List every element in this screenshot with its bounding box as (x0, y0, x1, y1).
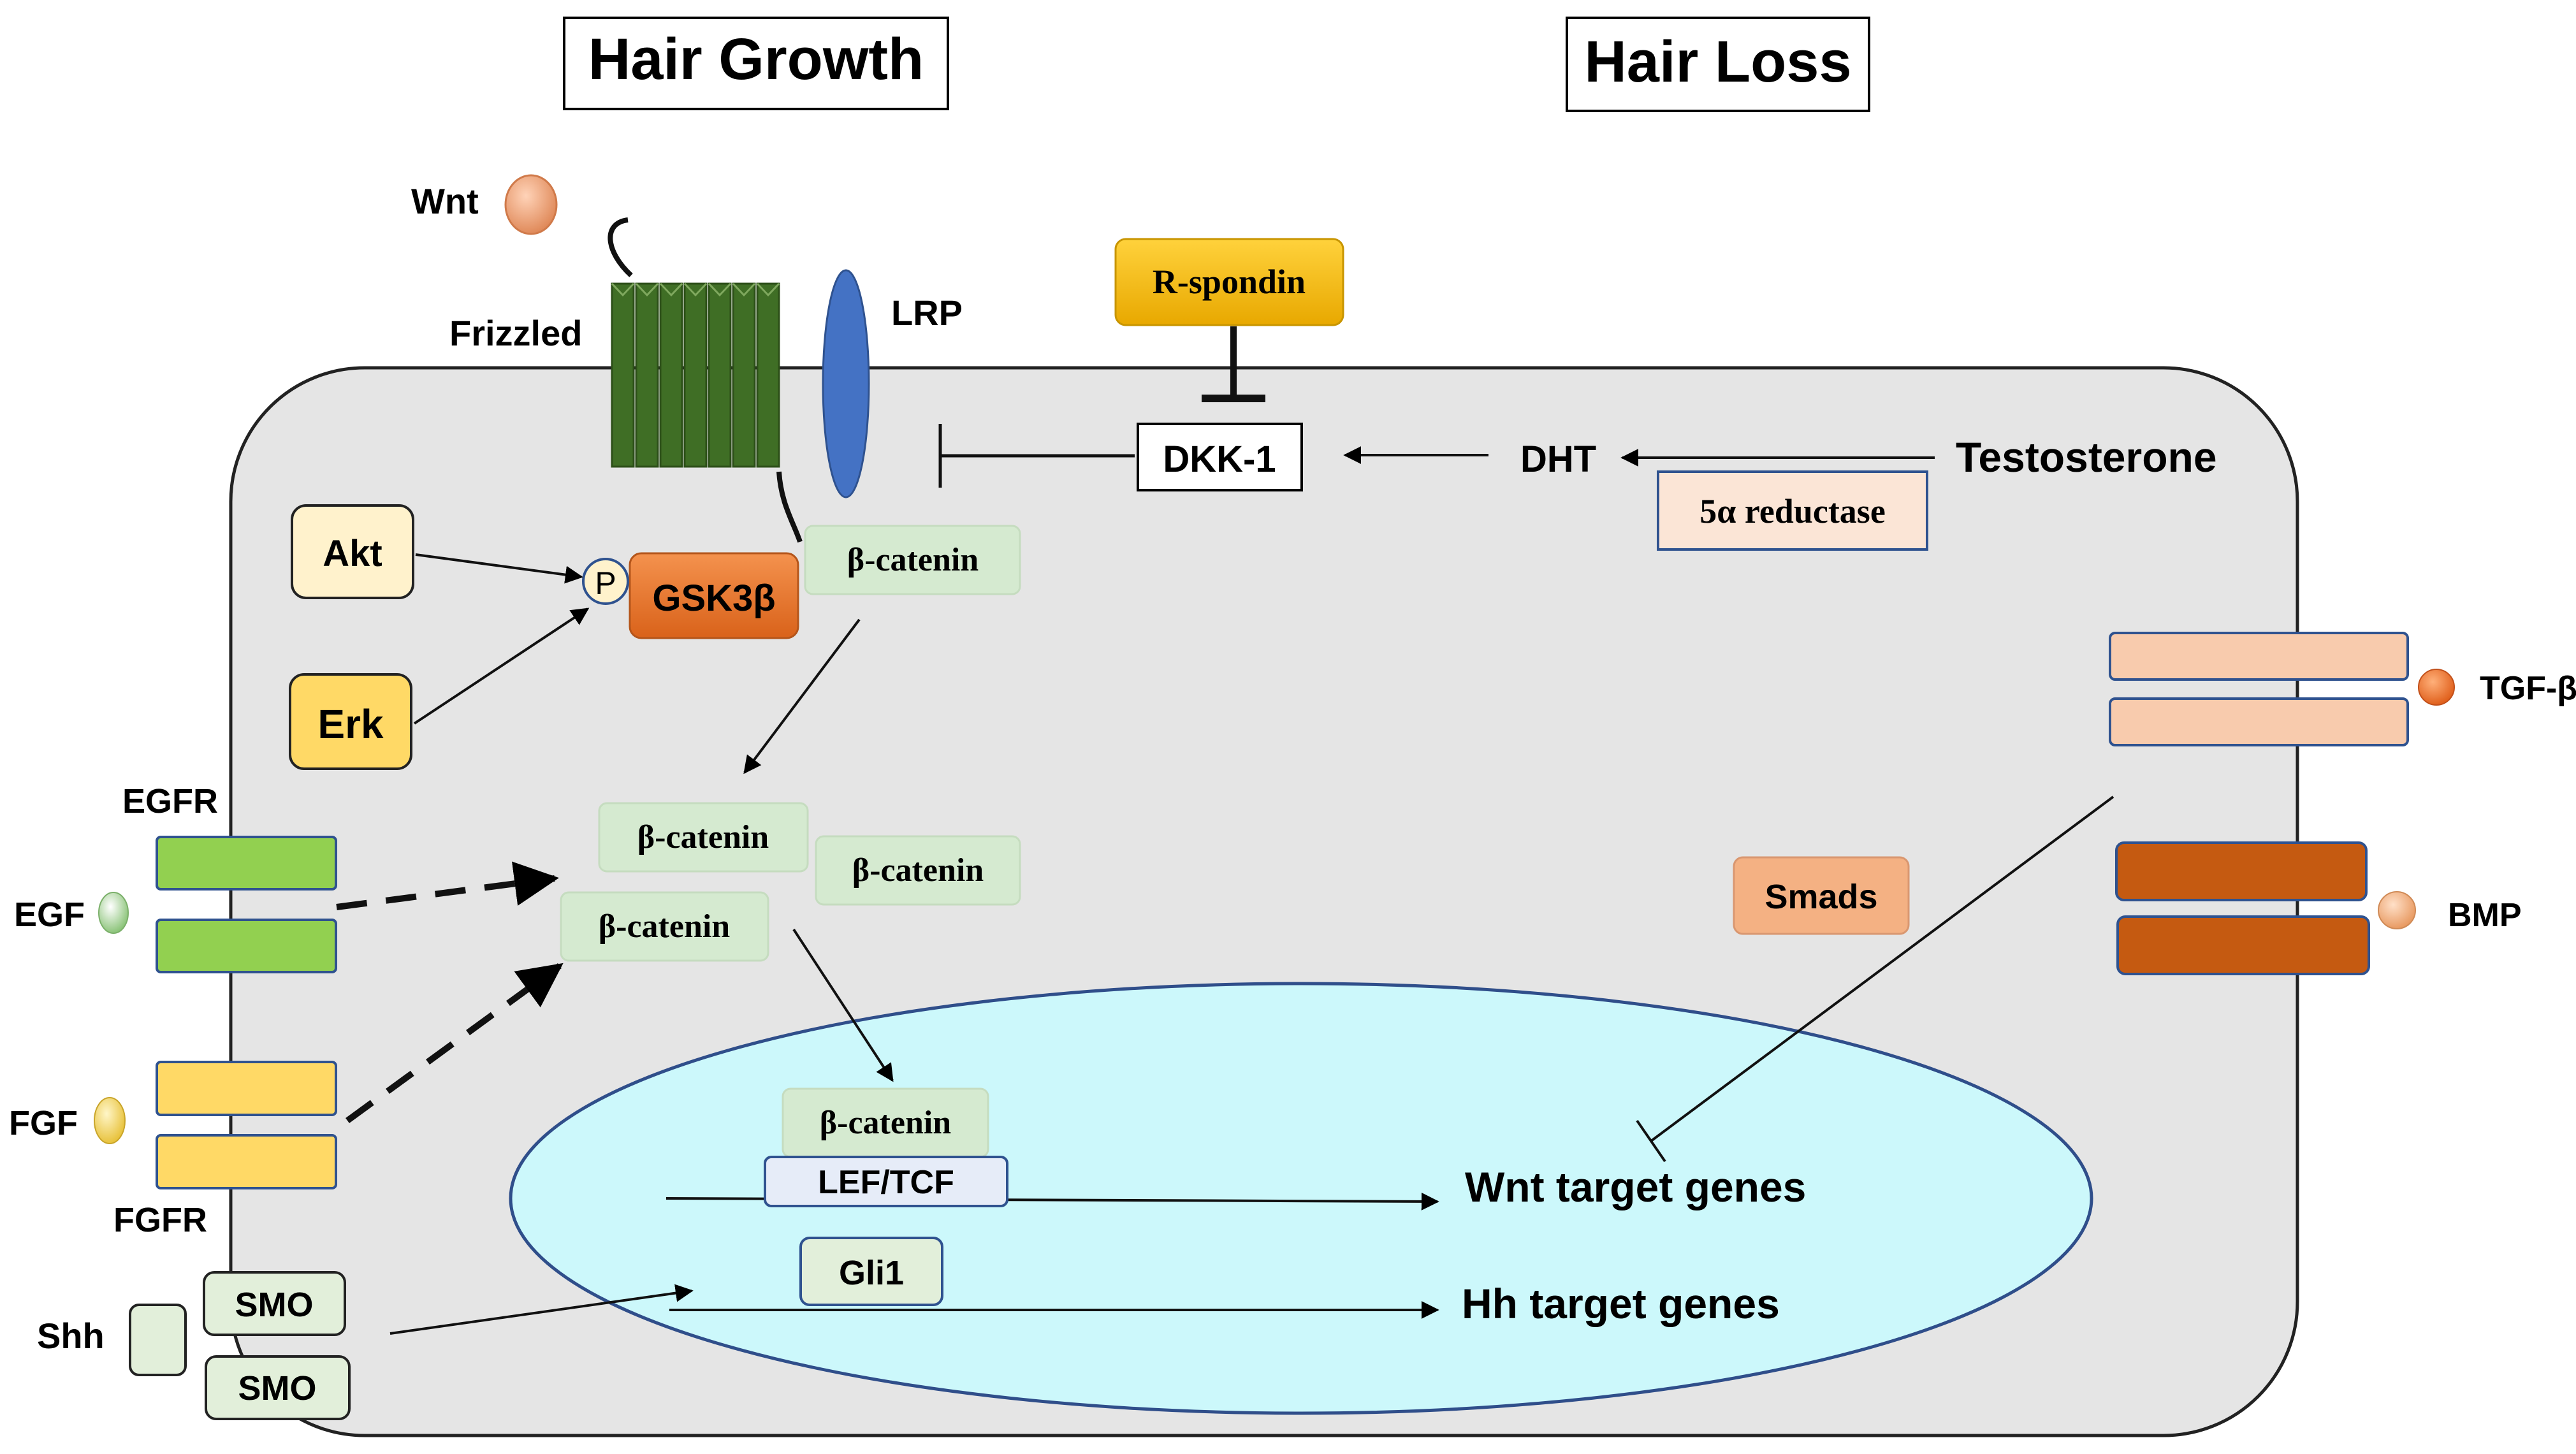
egfr-to-beta-catenin-arrow (336, 861, 559, 910)
svg-text:Hair Loss: Hair Loss (1584, 29, 1851, 94)
lrp-receptor (822, 269, 870, 498)
akt-label: Akt (323, 533, 382, 574)
tgf-inhibition-bar (1636, 1119, 1666, 1163)
wnt-label: Wnt (411, 181, 479, 221)
r-spondin-box (1114, 238, 1344, 326)
egfr-receptor-lower (156, 919, 337, 973)
egf-ligand-icon (98, 892, 129, 934)
smo-receptor-lower: SMO (205, 1355, 351, 1420)
fgfr-label: FGFR (113, 1201, 207, 1239)
shh-ligand-icon (129, 1304, 187, 1376)
erk-box (289, 673, 412, 770)
wnt-ligand-icon (504, 174, 558, 235)
cytoplasm-to-nucleus-arrow (792, 928, 894, 1082)
smo-to-gli1-arrow (389, 1284, 694, 1335)
svg-text:β-catenin: β-catenin (852, 852, 984, 889)
erk-to-p-arrow (413, 607, 590, 725)
fgfr-receptor-upper (156, 1061, 337, 1116)
phospho-label: P (595, 565, 616, 601)
dkk1-label: DKK-1 (1163, 439, 1276, 480)
tgf-beta-label: TGF-β (2480, 670, 2576, 707)
bmp-receptor-upper (2115, 841, 2368, 901)
smo-receptor-upper: SMO (203, 1271, 346, 1336)
frizzled-c-terminus (776, 471, 803, 543)
frizzled-receptor (611, 282, 780, 468)
svg-text:SMO: SMO (238, 1369, 316, 1407)
frizzled-n-terminus (608, 217, 633, 277)
hh-target-genes-label: Hh target genes (1462, 1280, 1780, 1327)
bmp-label: BMP (2448, 897, 2522, 934)
fgfr-receptor-lower (156, 1134, 337, 1189)
svg-text:Gli1: Gli1 (839, 1254, 904, 1292)
beta-catenin-box: β-catenin (804, 525, 1021, 595)
five-alpha-reductase-box (1657, 470, 1928, 551)
hair-growth-header: Hair Growth (563, 17, 949, 110)
gsk3b-label: GSK3β (652, 578, 775, 619)
tgf-inhibition-line (1650, 796, 2114, 1142)
erk-label: Erk (317, 701, 384, 747)
svg-text:β-catenin: β-catenin (847, 542, 979, 578)
five-alpha-reductase-label: 5α reductase (1699, 492, 1886, 530)
phospho-circle (582, 558, 629, 605)
dkk1-box (1137, 423, 1303, 491)
dht-label: DHT (1520, 439, 1596, 480)
akt-box (291, 504, 414, 599)
smads-box (1733, 856, 1910, 935)
lrp-label: LRP (891, 293, 963, 333)
shh-label: Shh (37, 1316, 105, 1356)
fgfr-to-beta-catenin-arrow (346, 963, 564, 1124)
membrane-to-cytoplasm-arrow (743, 618, 861, 774)
svg-text:Hair Growth: Hair Growth (588, 27, 924, 92)
tgf-receptor-upper (2109, 632, 2409, 681)
svg-text:β-catenin: β-catenin (637, 819, 769, 855)
beta-catenin-box: β-catenin (560, 891, 769, 962)
svg-text:LEF/TCF: LEF/TCF (818, 1164, 954, 1201)
nuclear-beta-catenin-box: β-catenin (782, 1087, 989, 1158)
tgf-receptor-lower (2109, 697, 2409, 746)
frizzled-label: Frizzled (449, 313, 582, 353)
smads-label: Smads (1765, 878, 1877, 916)
fgf-ligand-icon (94, 1097, 126, 1144)
fgf-label: FGF (9, 1104, 78, 1142)
svg-text:SMO: SMO (235, 1286, 313, 1324)
testosterone-label: Testosterone (1956, 433, 2217, 481)
gsk3b-box (629, 552, 799, 639)
svg-text:β-catenin: β-catenin (599, 908, 731, 945)
svg-text:β-catenin: β-catenin (820, 1105, 952, 1141)
egf-label: EGF (14, 896, 85, 934)
bmp-ligand-icon (2378, 891, 2416, 929)
egfr-receptor-upper (156, 836, 337, 891)
gli1-box: Gli1 (799, 1237, 943, 1306)
bmp-receptor-lower (2116, 915, 2370, 975)
egfr-label: EGFR (122, 782, 218, 820)
akt-to-p-arrow (415, 553, 583, 584)
tgf-beta-ligand-icon (2418, 669, 2455, 706)
lef-tcf-box: LEF/TCF (764, 1156, 1008, 1207)
wnt-target-genes-label: Wnt target genes (1465, 1163, 1806, 1210)
r-spondin-label: R-spondin (1153, 263, 1306, 301)
hair-loss-header: Hair Loss (1566, 17, 1870, 112)
beta-catenin-box: β-catenin (815, 835, 1021, 906)
beta-catenin-box: β-catenin (598, 802, 809, 873)
